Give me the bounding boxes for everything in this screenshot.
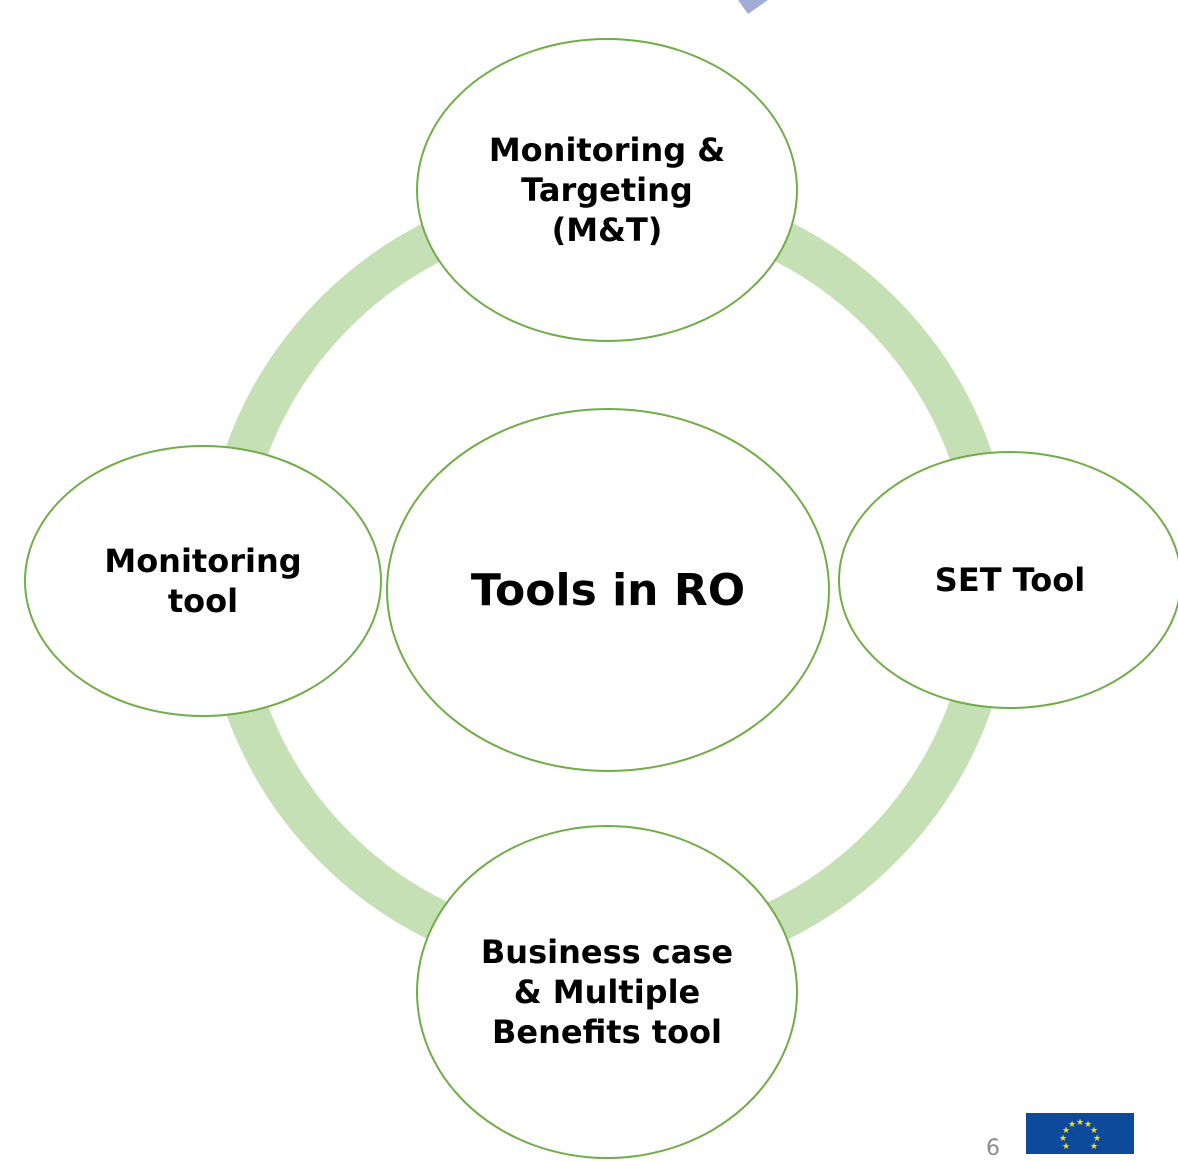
node-monitoring-tool: Monitoring tool [24,445,382,717]
eu-star-icon: ★ [1090,1142,1098,1152]
node-monitoring-tool-label: Monitoring tool [104,542,302,620]
eu-flag-icon: ★ ★ ★ ★ ★ ★ ★ ★ ★ [1026,1113,1134,1154]
node-set-tool-label: SET Tool [934,561,1086,599]
arrow-tip-icon [738,0,768,14]
eu-star-icon: ★ [1059,1134,1067,1144]
page-number: 6 [986,1136,1000,1161]
eu-star-icon: ★ [1068,1120,1076,1130]
node-business-case: Business case & Multiple Benefits tool [416,825,798,1159]
eu-star-icon: ★ [1076,1118,1084,1128]
node-business-case-label: Business case & Multiple Benefits tool [480,933,734,1051]
eu-star-icon: ★ [1090,1126,1098,1136]
eu-flag-stars: ★ ★ ★ ★ ★ ★ ★ ★ ★ [1059,1118,1101,1152]
eu-star-icon: ★ [1062,1126,1070,1136]
eu-star-icon: ★ [1062,1142,1070,1152]
node-monitoring-targeting-label: Monitoring & Targeting (M&T) [488,131,726,249]
eu-star-icon: ★ [1093,1134,1101,1144]
eu-star-icon: ★ [1084,1120,1092,1130]
node-monitoring-targeting: Monitoring & Targeting (M&T) [416,38,798,342]
center-node: Tools in RO [386,408,830,772]
center-node-label: Tools in RO [470,564,746,616]
node-set-tool: SET Tool [838,451,1178,709]
